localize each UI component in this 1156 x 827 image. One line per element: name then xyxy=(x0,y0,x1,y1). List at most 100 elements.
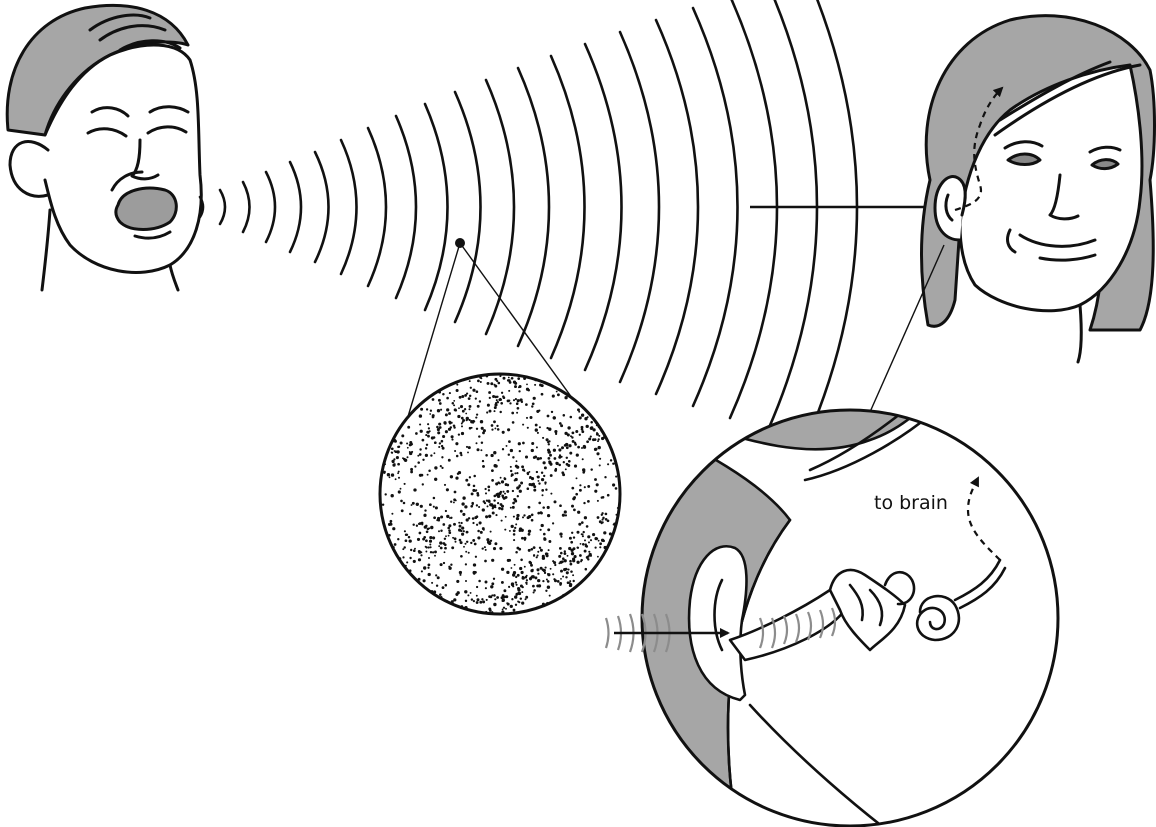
air-molecule xyxy=(476,601,479,604)
air-molecule xyxy=(492,512,495,515)
air-molecule xyxy=(475,417,477,419)
air-molecule xyxy=(518,592,521,595)
air-molecule xyxy=(485,454,488,457)
air-molecule xyxy=(479,521,482,524)
air-molecule xyxy=(387,577,389,579)
air-molecule xyxy=(398,471,400,473)
air-molecule xyxy=(487,382,490,385)
air-molecule xyxy=(494,378,497,381)
air-molecule xyxy=(579,489,582,492)
air-molecule xyxy=(493,384,495,386)
air-molecule xyxy=(461,425,463,427)
air-molecule xyxy=(508,377,510,379)
air-molecule xyxy=(489,397,491,399)
air-molecule xyxy=(420,408,423,411)
air-molecule xyxy=(382,503,384,505)
air-molecule xyxy=(477,405,480,408)
air-molecule xyxy=(430,551,432,553)
air-molecule xyxy=(520,559,523,562)
air-molecule xyxy=(559,582,562,585)
air-molecule xyxy=(588,589,591,592)
air-molecule xyxy=(576,477,578,479)
air-molecule xyxy=(525,596,528,599)
air-molecule xyxy=(494,406,497,409)
air-molecule xyxy=(403,409,405,411)
air-molecule xyxy=(491,559,494,562)
air-molecule xyxy=(601,593,603,595)
air-molecule xyxy=(572,559,575,562)
air-molecule xyxy=(519,567,522,570)
air-molecule xyxy=(384,444,387,447)
air-molecule xyxy=(388,534,391,537)
air-molecule xyxy=(388,582,390,584)
air-molecule xyxy=(517,589,520,592)
air-molecule xyxy=(454,450,456,452)
air-molecule xyxy=(460,541,463,544)
air-molecule xyxy=(392,527,395,530)
air-molecule xyxy=(448,535,450,537)
air-molecule xyxy=(500,477,502,479)
air-molecule xyxy=(445,535,447,537)
air-molecule xyxy=(584,550,587,553)
air-molecule xyxy=(433,506,435,508)
air-molecule xyxy=(519,450,521,452)
air-molecule xyxy=(615,532,618,535)
air-molecule xyxy=(420,430,423,433)
air-molecule xyxy=(607,414,609,416)
air-molecule xyxy=(570,416,573,419)
air-molecule xyxy=(444,484,446,486)
air-molecule xyxy=(496,396,498,398)
air-molecule xyxy=(516,402,519,405)
air-molecule xyxy=(602,496,605,499)
air-molecule xyxy=(467,531,469,533)
air-molecule xyxy=(574,465,577,468)
air-molecule xyxy=(543,475,545,477)
air-molecule xyxy=(444,544,447,547)
air-molecule xyxy=(440,563,443,566)
air-molecule xyxy=(499,482,501,484)
air-molecule xyxy=(457,591,460,594)
air-molecule xyxy=(444,538,446,540)
air-molecule xyxy=(576,454,579,457)
air-molecule xyxy=(517,407,520,410)
air-molecule xyxy=(596,408,599,411)
air-molecule xyxy=(595,398,597,400)
air-molecule xyxy=(564,510,567,513)
air-molecule xyxy=(619,451,621,453)
air-molecule xyxy=(474,571,477,574)
air-molecule xyxy=(513,516,515,518)
air-molecule xyxy=(541,524,544,527)
air-molecule xyxy=(597,440,599,442)
air-molecule xyxy=(582,533,584,535)
air-molecule xyxy=(401,509,404,512)
air-molecule xyxy=(412,502,415,505)
air-molecule xyxy=(464,505,467,508)
air-molecule xyxy=(517,574,520,577)
air-molecule xyxy=(471,492,474,495)
air-molecule xyxy=(426,546,428,548)
air-molecule xyxy=(395,581,398,584)
air-molecule xyxy=(559,504,562,507)
air-molecule xyxy=(610,431,612,433)
air-molecule xyxy=(379,576,382,579)
air-molecule xyxy=(610,382,613,385)
air-molecule xyxy=(592,411,595,414)
air-molecule xyxy=(390,549,392,551)
air-molecule xyxy=(576,596,579,599)
air-molecule xyxy=(391,383,394,386)
air-molecule xyxy=(455,541,457,543)
air-molecule xyxy=(468,408,470,410)
air-molecule xyxy=(596,598,599,601)
air-molecule xyxy=(477,494,480,497)
air-molecule xyxy=(507,428,510,431)
air-molecule xyxy=(610,436,613,439)
air-molecule xyxy=(523,377,526,380)
air-molecule xyxy=(489,501,491,503)
air-molecule xyxy=(402,556,404,558)
air-molecule xyxy=(584,516,587,519)
air-molecule xyxy=(579,434,581,436)
air-molecule xyxy=(515,551,518,554)
air-molecule xyxy=(461,395,464,398)
air-molecule xyxy=(394,543,397,546)
air-molecule xyxy=(601,521,603,523)
